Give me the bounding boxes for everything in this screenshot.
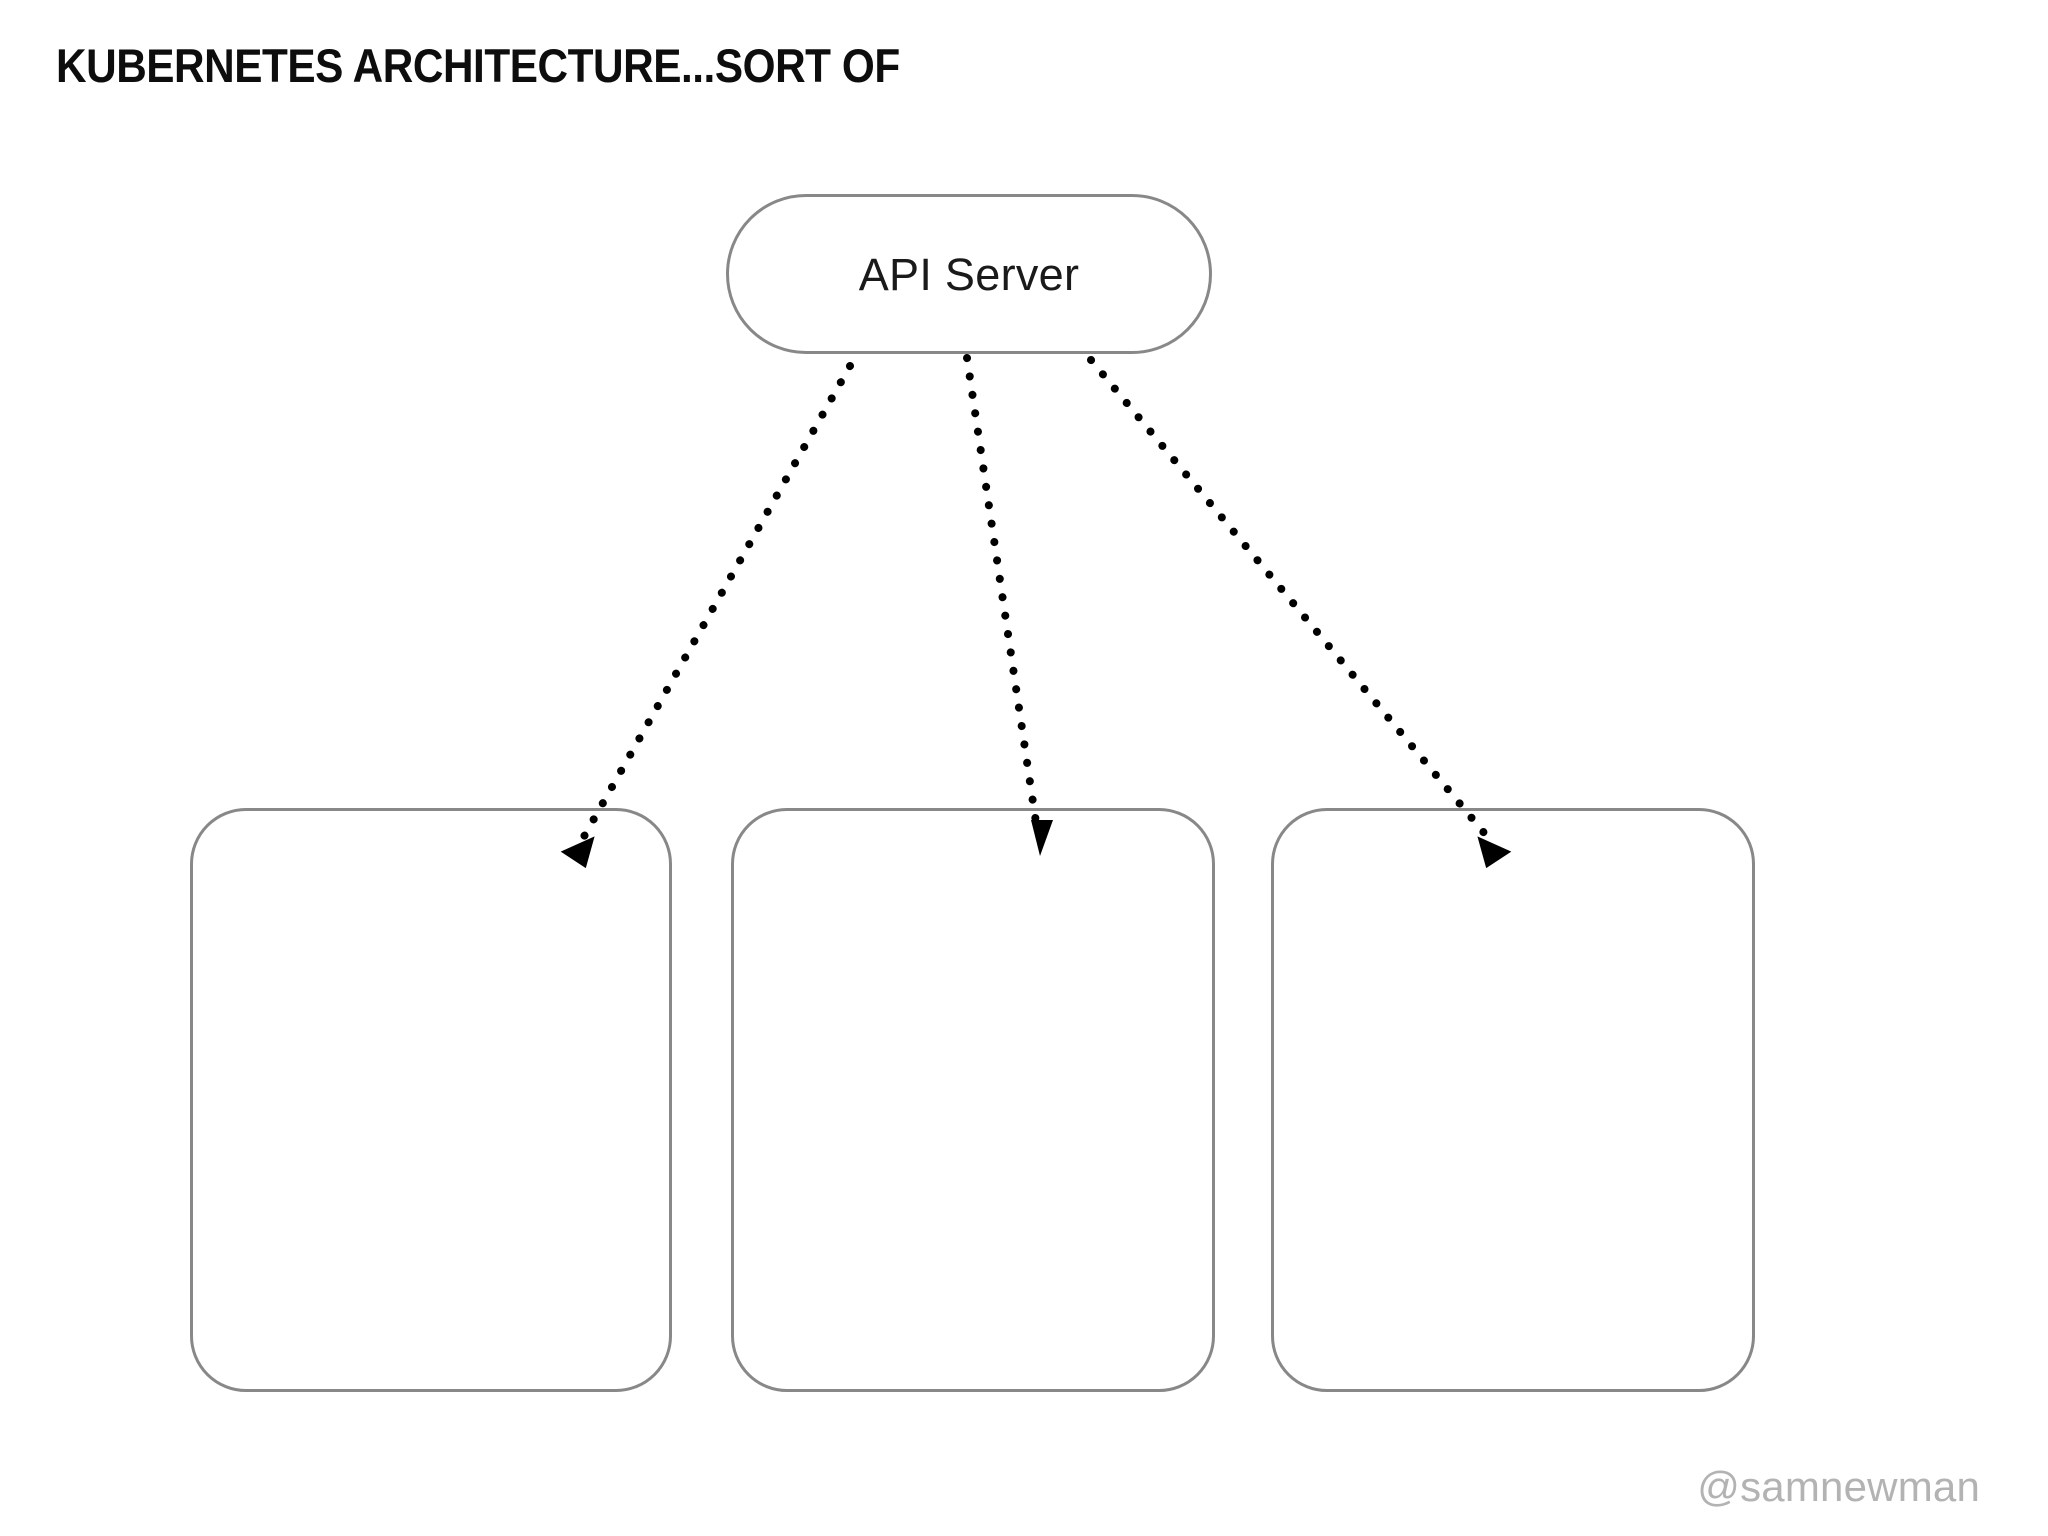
arrowhead-2 [1031,820,1053,856]
watermark-handle: @samnewman [1697,1463,1980,1510]
connector-api-to-pod-1 [560,362,854,869]
connector-line-2 [963,354,1042,840]
node-pod-2[interactable] [731,808,1215,1392]
arrowhead-1 [560,836,595,869]
connector-line-1 [578,362,854,844]
arrowhead-3 [1477,836,1512,869]
connector-line-3 [1087,356,1494,844]
node-pod-2-body [734,811,1212,1389]
node-api-server[interactable]: API Server [726,194,1212,354]
page-title: KUBERNETES ARCHITECTURE...SORT OF [56,39,900,92]
node-pod-1[interactable] [190,808,672,1392]
connector-api-to-pod-3 [1087,356,1512,869]
node-api-server-label: API Server [858,248,1080,300]
node-pod-3[interactable] [1271,808,1755,1392]
connector-api-to-pod-2 [963,354,1053,856]
node-pod-1-body [193,811,669,1389]
node-pod-3-body [1274,811,1752,1389]
